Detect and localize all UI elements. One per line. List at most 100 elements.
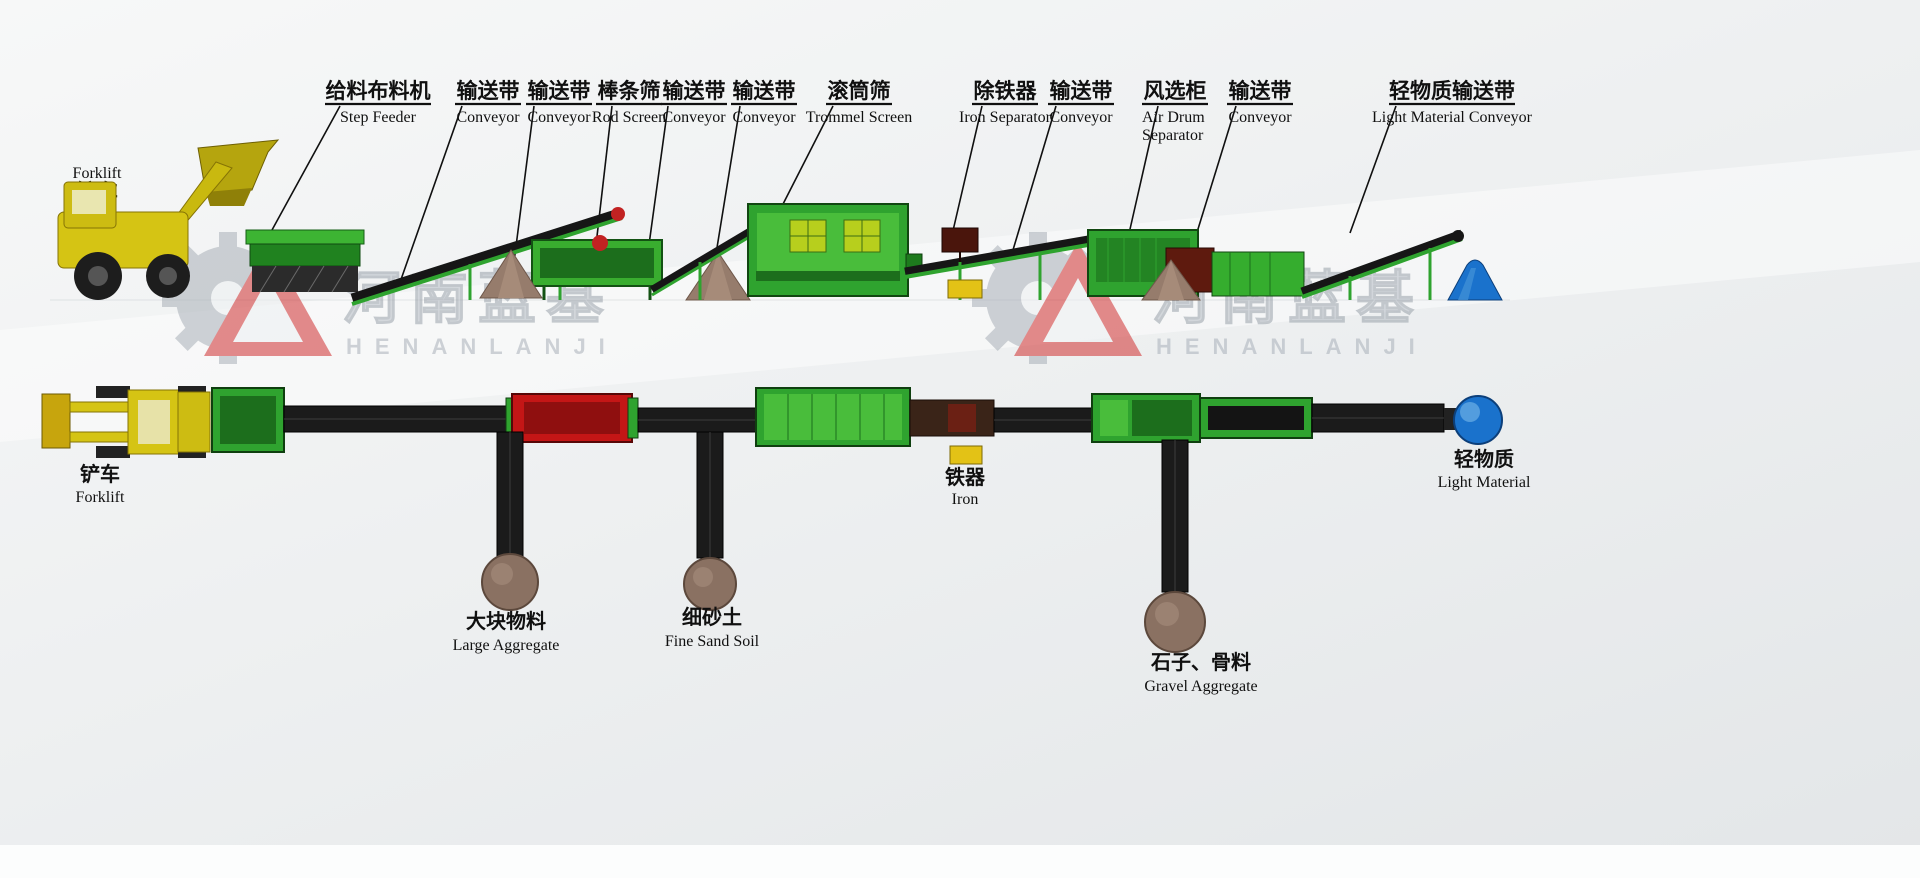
label-cn: 给料布料机	[326, 79, 431, 103]
pile-gravel-side	[1141, 259, 1201, 301]
leader-line	[271, 105, 341, 231]
watermark-brand-en: HENANLANJI	[1156, 334, 1428, 359]
label-cn: 输送带	[528, 79, 591, 103]
label-forklift-plan: 铲车 Forklift	[76, 462, 125, 506]
incline-conveyor-2	[649, 224, 759, 300]
label-cn: 石子、骨料	[1150, 651, 1251, 674]
callout-conveyor-5: 输送带 Conveyor	[1009, 79, 1114, 261]
callout-conveyor-6: 输送带 Conveyor	[1189, 79, 1293, 256]
label-cn: 输送带	[457, 79, 520, 103]
branch-conveyor-gravel	[1144, 439, 1206, 653]
background-footer-band	[0, 845, 1920, 878]
label-en: Conveyor	[456, 109, 520, 126]
main-conveyor-plan-4	[1311, 403, 1445, 433]
label-en: Light Material	[1438, 474, 1531, 491]
iron-box-plan	[949, 445, 983, 465]
leader-line	[1009, 105, 1057, 261]
label-cn: 铲车	[80, 462, 120, 486]
callout-conveyor-3: 输送带 Conveyor	[647, 79, 727, 253]
label-iron: 铁器 Iron	[945, 465, 986, 508]
forklift-wheel	[96, 386, 130, 398]
label-cn: 除铁器	[974, 79, 1038, 103]
label-en: Iron	[952, 491, 979, 508]
leader-line	[714, 105, 741, 261]
label-en: Step Feeder	[340, 109, 417, 126]
label-cn: 轻物质	[1454, 447, 1514, 471]
light-material-cone	[1447, 259, 1503, 301]
callout-trommel-screen: 滚筒筛 Trommel Screen	[779, 79, 913, 211]
main-conveyor-plan-1	[283, 405, 513, 433]
callout-light-material-conveyor: 轻物质输送带 Light Material Conveyor	[1349, 79, 1533, 234]
light-material-outlet-plan	[1444, 395, 1503, 445]
leader-line	[1349, 105, 1397, 234]
label-en: Conveyor	[1228, 109, 1292, 126]
leader-line	[647, 105, 669, 253]
label-en: Fine Sand Soil	[665, 633, 760, 650]
label-en: Conveyor	[732, 109, 796, 126]
pile-fine-sand-side	[685, 251, 751, 301]
callout-conveyor-2: 输送带 Conveyor	[513, 79, 592, 263]
callout-conveyor-1: 输送带 Conveyor	[397, 79, 521, 289]
label-cn: 输送带	[663, 79, 726, 103]
trommel-screen-plan	[755, 387, 911, 447]
label-en: Rod Screen	[592, 109, 666, 126]
head-pulley	[611, 207, 625, 221]
main-conveyor-plan-2	[637, 407, 757, 433]
label-en: Conveyor	[662, 109, 726, 126]
air-drum-separator-plan	[1091, 393, 1201, 443]
label-gravel-aggregate: 石子、骨料 Gravel Aggregate	[1144, 651, 1257, 695]
leader-line	[779, 105, 834, 211]
label-en: Conveyor	[527, 109, 591, 126]
pile-large-aggregate-plan	[481, 553, 539, 611]
leader-line	[951, 105, 983, 236]
pile-large-aggregate-side	[479, 249, 543, 299]
leader-line	[397, 105, 463, 289]
label-cn: 大块物料	[466, 609, 546, 633]
callout-conveyor-4: 输送带 Conveyor	[714, 79, 797, 261]
label-en: Iron Separator	[959, 109, 1052, 126]
label-large-aggregate: 大块物料 Large Aggregate	[453, 609, 560, 654]
label-cn: 输送带	[733, 79, 796, 103]
callout-step-feeder: 给料布料机 Step Feeder	[271, 79, 431, 231]
label-cn: 铁器	[945, 465, 986, 489]
label-cn: 风选柜	[1144, 79, 1207, 103]
label-light-material: 轻物质 Light Material	[1438, 447, 1531, 491]
leader-line	[513, 105, 535, 263]
leader-line	[1127, 105, 1159, 239]
branch-conveyor-fine-sand	[683, 431, 737, 611]
label-en-line2: Separator	[1142, 127, 1204, 144]
trommel-screen	[747, 203, 923, 297]
step-feeder	[245, 229, 365, 293]
label-en: Forklift	[73, 165, 122, 182]
branch-conveyor-large-aggregate	[481, 431, 539, 611]
air-drum-separator	[1087, 229, 1305, 297]
label-en: Trommel Screen	[806, 109, 913, 126]
label-en-line1: Air Drum	[1142, 109, 1205, 126]
green-conveyor-plan	[1199, 397, 1313, 439]
label-cn: 输送带	[1050, 79, 1113, 103]
forklift-plan	[41, 386, 211, 458]
iron-separator	[941, 227, 979, 262]
watermark-brand-en: HENANLANJI	[346, 334, 618, 359]
label-en: Forklift	[76, 489, 125, 506]
iron-separator-plan	[909, 399, 995, 437]
label-en: Gravel Aggregate	[1144, 678, 1257, 695]
label-en: Conveyor	[1049, 109, 1113, 126]
forklift-side	[57, 139, 280, 300]
label-en: Light Material Conveyor	[1372, 109, 1533, 126]
forklift-bucket	[41, 393, 71, 449]
main-conveyor-plan-3	[993, 407, 1093, 433]
label-cn: 细砂土	[682, 605, 742, 629]
step-feeder-plan	[211, 387, 285, 453]
rod-screen-plan	[505, 393, 639, 443]
forklift-cab	[138, 400, 170, 444]
light-material-conveyor-side	[1300, 229, 1464, 300]
forklift-window	[72, 190, 106, 214]
iron-box-side	[947, 279, 983, 299]
rod-screen	[531, 235, 663, 300]
callout-air-drum-separator: 风选柜 Air Drum Separator	[1127, 79, 1208, 239]
head-pulley	[1452, 230, 1464, 242]
label-fine-sand-soil: 细砂土 Fine Sand Soil	[665, 605, 760, 650]
